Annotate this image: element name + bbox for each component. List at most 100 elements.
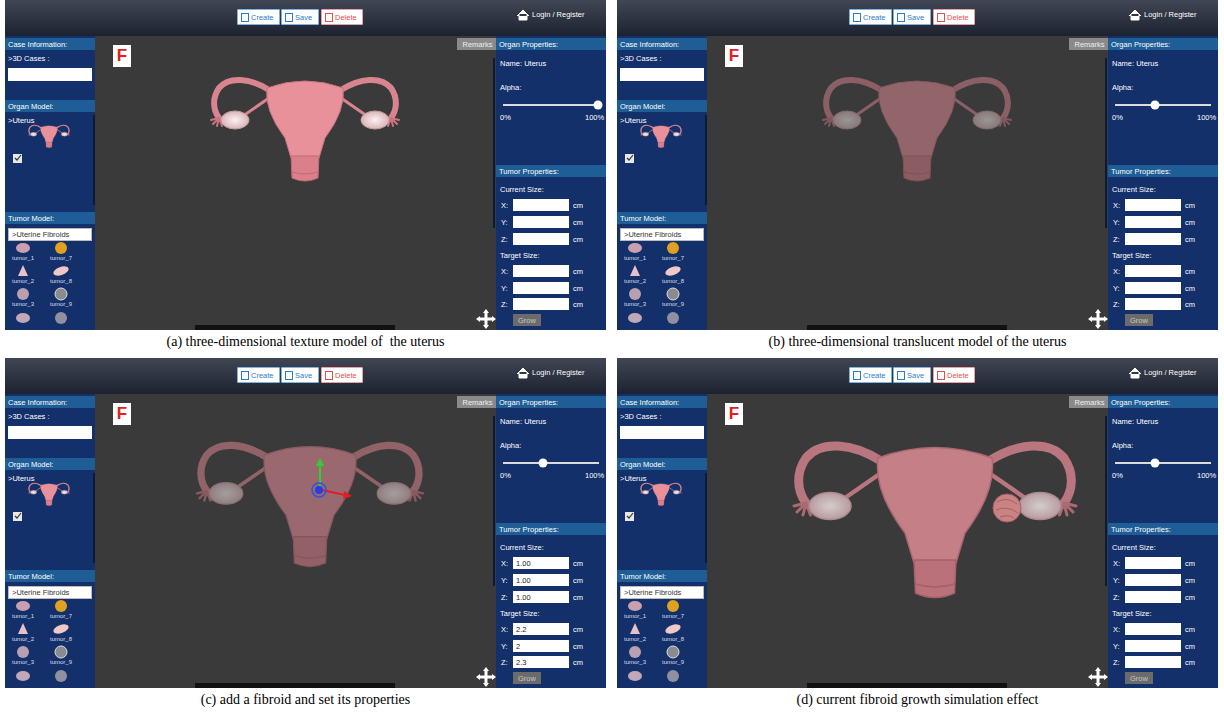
ui-label: Target Size: bbox=[500, 251, 540, 260]
ui-label: Login / Register bbox=[1144, 10, 1197, 19]
flag-icon: F bbox=[725, 45, 743, 67]
tumor-label: tumor_7 bbox=[50, 613, 72, 620]
ui-text: Remarks bbox=[462, 398, 492, 407]
tumor-label: tumor_1 bbox=[12, 613, 34, 620]
tumor-label: tumor_3 bbox=[624, 301, 646, 308]
grow-button: Grow bbox=[513, 314, 541, 326]
ui-label: cm bbox=[573, 218, 583, 227]
ui-label: 100% bbox=[1197, 471, 1216, 480]
ui-label: cm bbox=[1185, 267, 1195, 276]
figure-caption: (b) three-dimensional translucent model … bbox=[597, 334, 1224, 350]
ui-label: Name: Uterus bbox=[1112, 59, 1158, 68]
remarks-button: Remarks bbox=[457, 38, 498, 50]
ui-label: cm bbox=[1185, 235, 1195, 244]
ui-text: Tumor Properties: bbox=[499, 525, 559, 534]
ui-label: cm bbox=[1185, 201, 1195, 210]
ui-label: Alpha: bbox=[500, 441, 521, 450]
tumor-label: tumor_7 bbox=[662, 255, 684, 262]
ui-label: >3D Cases : bbox=[8, 412, 49, 421]
ui-label: cm bbox=[1185, 625, 1195, 634]
ui-label: Z: bbox=[501, 593, 508, 602]
section-header: Organ Properties: bbox=[1108, 396, 1218, 408]
create-button: Create bbox=[237, 9, 280, 25]
ui-text: Tumor Properties: bbox=[1111, 167, 1171, 176]
ui-text: Tumor Properties: bbox=[499, 167, 559, 176]
ui-text: Organ Properties: bbox=[499, 398, 558, 407]
section-header: Case Information: bbox=[617, 396, 707, 408]
ui-label: Login / Register bbox=[532, 368, 585, 377]
ui-text: Grow bbox=[518, 316, 536, 325]
ui-text: Save bbox=[295, 13, 312, 22]
dropdown-box: >Uterine Fibroids bbox=[620, 228, 704, 241]
ui-text: 2.2 bbox=[516, 625, 526, 634]
tumor-label: tumor_8 bbox=[662, 636, 684, 643]
ui-label: >Uterus bbox=[8, 116, 34, 125]
grow-button: Grow bbox=[513, 672, 541, 684]
size-input: 1.00 bbox=[513, 557, 569, 569]
ui-label: X: bbox=[501, 559, 508, 568]
ui-label: X: bbox=[501, 267, 508, 276]
ui-text: Case Information: bbox=[620, 40, 679, 49]
section-header: Organ Properties: bbox=[496, 38, 606, 50]
tumor-label: tumor_3 bbox=[624, 659, 646, 666]
ui-label: Y: bbox=[501, 642, 508, 651]
ui-text: Grow bbox=[518, 674, 536, 683]
ui-label: Z: bbox=[1113, 235, 1120, 244]
ui-label: Z: bbox=[501, 658, 508, 667]
ui-text: Grow bbox=[1130, 316, 1148, 325]
ui-label: Alpha: bbox=[500, 83, 521, 92]
size-input: 2.2 bbox=[513, 623, 569, 635]
tumor-label: tumor_2 bbox=[624, 636, 646, 643]
ui-label: cm bbox=[1185, 593, 1195, 602]
ui-label: cm bbox=[573, 593, 583, 602]
figure-caption: (a) three-dimensional texture model of t… bbox=[0, 334, 626, 350]
tumor-label: tumor_8 bbox=[662, 278, 684, 285]
tumor-label: tumor_7 bbox=[662, 613, 684, 620]
create-button: Create bbox=[849, 367, 892, 383]
ui-text: Organ Model: bbox=[8, 102, 53, 111]
ui-text: Remarks bbox=[1074, 398, 1104, 407]
move-gizmo bbox=[312, 458, 352, 499]
ui-label: cm bbox=[573, 576, 583, 585]
ui-label: Z: bbox=[1113, 593, 1120, 602]
ui-text: >Uterine Fibroids bbox=[12, 230, 69, 239]
ui-text: Delete bbox=[335, 371, 357, 380]
section-header: Case Information: bbox=[5, 396, 95, 408]
ui-label: Y: bbox=[501, 218, 508, 227]
ui-text: 1.00 bbox=[516, 593, 531, 602]
ui-label: 100% bbox=[585, 471, 604, 480]
tumor-label: tumor_2 bbox=[12, 278, 34, 285]
tumor-label: tumor_2 bbox=[624, 278, 646, 285]
tumor-label: tumor_9 bbox=[50, 659, 72, 666]
ui-label: >3D Cases : bbox=[620, 54, 661, 63]
dropdown-box: >Uterine Fibroids bbox=[620, 586, 704, 599]
ui-label: X: bbox=[1113, 559, 1120, 568]
ui-label: cm bbox=[1185, 642, 1195, 651]
tumor-label: tumor_1 bbox=[624, 613, 646, 620]
ui-text: Organ Model: bbox=[620, 102, 665, 111]
ui-text: Tumor Model: bbox=[620, 214, 666, 223]
ui-text: Delete bbox=[335, 13, 357, 22]
tumor-label: tumor_9 bbox=[50, 301, 72, 308]
flag-icon: F bbox=[725, 403, 743, 425]
ui-text: 2 bbox=[516, 642, 520, 651]
tumor-label: tumor_9 bbox=[662, 301, 684, 308]
ui-label: Y: bbox=[1113, 218, 1120, 227]
ui-label: Name: Uterus bbox=[500, 59, 546, 68]
section-header: Tumor Model: bbox=[5, 570, 95, 582]
ui-text: Save bbox=[295, 371, 312, 380]
ui-label: >Uterus bbox=[8, 474, 34, 483]
flag-icon: F bbox=[113, 45, 131, 67]
size-input: 2 bbox=[513, 640, 569, 652]
ui-text: Tumor Model: bbox=[620, 572, 666, 581]
ui-text: >Uterine Fibroids bbox=[12, 588, 69, 597]
ui-label: cm bbox=[573, 658, 583, 667]
tumor-label: tumor_2 bbox=[12, 636, 34, 643]
tumor-label: tumor_1 bbox=[12, 255, 34, 262]
ui-label: Target Size: bbox=[500, 609, 540, 618]
section-header: Organ Model: bbox=[5, 458, 95, 470]
section-header: Tumor Properties: bbox=[496, 523, 606, 535]
section-header: Organ Properties: bbox=[1108, 38, 1218, 50]
ui-label: cm bbox=[573, 625, 583, 634]
fibroid bbox=[993, 494, 1021, 522]
